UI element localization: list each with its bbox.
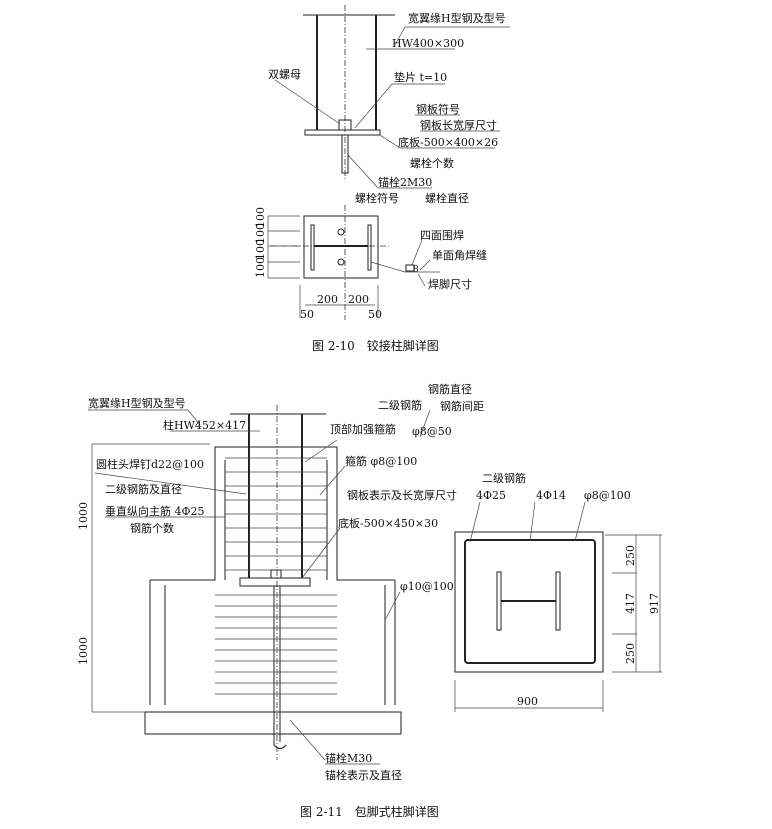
label-sec-phi8: φ8@100 (584, 489, 631, 502)
label-base-plate: 底板-500×450×30 (338, 516, 438, 530)
label-plate-symbol: 钢板符号 (416, 102, 460, 116)
dim-50-right: 50 (368, 308, 382, 321)
dim-100: 100 (254, 239, 267, 260)
dim-50-left: 50 (300, 308, 314, 321)
double-nut (338, 119, 352, 131)
label-rebar-dia: 钢筋直径 (428, 382, 472, 396)
label-phi10: φ10@100 (400, 580, 454, 593)
dim-200-right: 200 (348, 293, 369, 306)
dim-250-bottom: 250 (624, 643, 637, 664)
anchor-bolt (341, 134, 349, 174)
label-weld-num: 8 (413, 265, 419, 275)
label-top-stirrup: 顶部加强箍筋 (330, 422, 396, 436)
label-stud: 圆柱头焊钉d22@100 (96, 457, 204, 471)
fig11-elevation (88, 405, 431, 765)
label-base-plate: 底板-500×400×26 (398, 135, 498, 149)
label-plate-desc: 钢板表示及长宽厚尺寸 (347, 488, 457, 502)
label-stirrup: 箍筋 φ8@100 (345, 454, 417, 468)
label-grade2-dia: 二级钢筋及直径 (105, 482, 182, 496)
label-plate-dims: 钢板长宽厚尺寸 (420, 118, 497, 132)
label-bar-count: 钢筋个数 (130, 521, 174, 535)
fig10-v-dims: 100 100 100 100 (254, 207, 267, 278)
base-plate (239, 577, 311, 587)
nut (270, 569, 282, 579)
fig10-caption: 图 2-10 铰接柱脚详图 (312, 338, 439, 353)
fig10-plan (267, 205, 440, 320)
label-main-bar: 垂直纵向主筋 4Φ25 (105, 504, 205, 518)
fig11-section (454, 501, 662, 712)
label-anchor: 锚栓2M30 (378, 175, 432, 189)
fig10-elevation (274, 5, 510, 189)
label-column: 柱HW452×417 (163, 418, 246, 432)
dim-100: 100 (254, 223, 267, 244)
base-plate (304, 129, 381, 136)
dim-417: 417 (624, 593, 637, 614)
label-bolt-symbol: 螺栓符号 (355, 191, 399, 205)
dim-1000-lower: 1000 (77, 637, 90, 665)
label-sec-grade2: 二级钢筋 (482, 471, 526, 485)
label-sec-4phi14: 4Φ14 (536, 489, 566, 502)
dim-100: 100 (254, 257, 267, 278)
label-fillet: 单面角焊缝 (432, 248, 487, 262)
foundation-slab (144, 711, 402, 735)
dim-100: 100 (254, 207, 267, 228)
label-h-steel: 宽翼缘H型钢及型号 (88, 396, 186, 410)
label-anchor: 锚栓M30 (325, 751, 372, 765)
label-bolt-dia: 螺栓直径 (425, 191, 469, 205)
fig11-caption: 图 2-11 包脚式柱脚详图 (300, 804, 439, 819)
label-bolt-count: 螺栓个数 (410, 156, 454, 170)
label-anchor-desc: 锚栓表示及直径 (325, 768, 402, 782)
label-double-nut: 双螺母 (268, 68, 301, 81)
label-rebar-spacing: 钢筋间距 (440, 399, 484, 413)
label-top-stirrup-spec: φ8@50 (412, 425, 452, 438)
label-washer: 垫片 t=10 (394, 70, 447, 84)
dim-917: 917 (648, 593, 661, 614)
dim-1000-upper: 1000 (77, 502, 90, 530)
label-sec-4phi25: 4Φ25 (476, 489, 506, 502)
label-weld-size: 焊脚尺寸 (428, 277, 472, 291)
dim-250-top: 250 (624, 545, 637, 566)
dim-200-left: 200 (317, 293, 338, 306)
anchor-bolt (273, 586, 287, 749)
dim-900: 900 (517, 695, 538, 708)
label-h-steel: 宽翼缘H型钢及型号 (408, 11, 506, 25)
label-h-size: HW400×300 (392, 37, 464, 50)
label-weld-all: 四面围焊 (420, 228, 464, 242)
label-grade2: 二级钢筋 (378, 398, 422, 412)
